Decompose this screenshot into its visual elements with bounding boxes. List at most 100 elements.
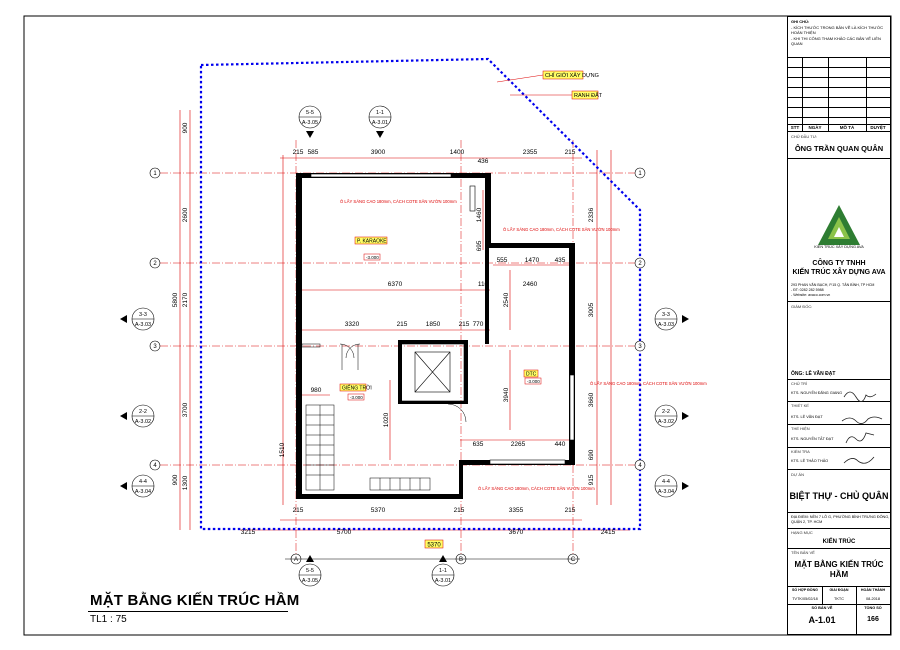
director-name: ÔNG: LÊ VĂN ĐẠT: [791, 371, 836, 377]
dim-left-5: 3700: [182, 402, 189, 417]
section-55-bottom: 5-5: [306, 568, 314, 574]
rev-header-stt: STT: [790, 125, 800, 130]
section-labels: 5-5 A-3.05 1-1 A-3.01 3-3 A-3.03 2-2 A-3…: [135, 110, 674, 584]
logo-triangle-icon: [818, 205, 860, 245]
dim-top-1: 585: [308, 149, 319, 156]
dim-right-4: 915: [588, 474, 595, 485]
section-44-left: 4-4: [139, 479, 147, 485]
phase: TKTC: [834, 597, 844, 601]
category-name: KIẾN TRÚC: [822, 539, 856, 545]
section-44-right: 4-4: [662, 479, 670, 485]
dim-left-1: 2600: [182, 207, 189, 222]
dim-6370: 6370: [388, 281, 403, 288]
category-label: HẠNG MỤC: [791, 530, 813, 535]
dim-left-6: 1300: [182, 475, 189, 490]
section-33-left: 3-3: [139, 312, 147, 318]
tag-gio-thong: GIẾNG TRỜI: [342, 385, 372, 392]
thiet-ke-label: THIẾT KẾ: [791, 403, 809, 408]
room-tags: CHỈ GIỚI XÂY DỰNG RANH ĐẤT P. KARAOKE -3…: [339, 70, 603, 401]
section-22-right: 2-2: [662, 409, 670, 415]
sheet-name-label: TÊN BẢN VẼ: [791, 550, 815, 555]
walls: [296, 173, 575, 499]
dim-top-0: 215: [293, 149, 304, 156]
dim-right-0: 2336: [588, 207, 595, 222]
site-boundary: [199, 57, 642, 531]
dim-left-4: 900: [172, 474, 179, 485]
dim-top-3: 1400: [450, 149, 465, 156]
dim-bot1-0: 215: [293, 507, 304, 514]
total-sheets: 166: [867, 616, 879, 623]
dim-mid2-3: 215: [459, 321, 470, 328]
grid-labels-bottom: A B C: [294, 557, 576, 563]
dim-top-2: 3900: [371, 149, 386, 156]
grid-col-c: C: [571, 557, 576, 563]
dim-440: 440: [555, 441, 566, 448]
stairs-doors: [301, 343, 467, 491]
dim-110: 110: [478, 281, 489, 288]
dim-mid2-4: 770: [473, 321, 484, 328]
grid-bubbles-left: [149, 167, 161, 471]
phase-label: GIAI ĐOẠN: [829, 588, 849, 592]
grid-labels-right: 1 2 3 4: [638, 171, 642, 469]
dim-right-2: 3660: [588, 392, 595, 407]
dim-mid2-1: 215: [397, 321, 408, 328]
dim-left-2: 5800: [172, 292, 179, 307]
company-line-2: KIẾN TRÚC XÂY DỰNG AVA: [792, 269, 886, 276]
section-11-bottom: 1-1: [439, 568, 447, 574]
section-22-left-ref: A-3.02: [135, 419, 151, 425]
dim-bot3: 5370: [427, 543, 441, 549]
total-label: TỔNG SỐ: [864, 606, 882, 610]
sheet-name-line-1: MẶT BẰNG KIẾN TRÚC: [794, 560, 884, 569]
drawing-scale: TL1 : 75: [90, 614, 127, 625]
tag-ranh-dat: RANH ĐẤT: [574, 92, 603, 99]
note-light-1: Ô LẤY SÁNG CAO 180mm, CÁCH COTE SÂN VƯỜN…: [340, 199, 457, 204]
dim-inner-1: 695: [476, 240, 483, 251]
dim-inner-4: 3940: [503, 387, 510, 402]
kiem-tra-name: KTS. LÊ THẢO THẢO: [791, 459, 829, 463]
grid-row-2-right: 2: [638, 261, 642, 267]
grid-row-3: 3: [153, 344, 157, 350]
dim-mid1-1: 1470: [525, 257, 540, 264]
contract-no: TVTK/05/02/18: [792, 597, 818, 601]
level-gio-thong: -3.000: [350, 395, 363, 400]
dim-inner-3: 1020: [383, 412, 390, 427]
section-44-left-ref: A-3.04: [135, 489, 151, 495]
section-44-right-ref: A-3.04: [658, 489, 674, 495]
dim-inner-0: 1460: [476, 207, 483, 222]
dim-5370-tag: [424, 539, 444, 549]
sheet-no-label: SỐ BẢN VẼ: [811, 606, 833, 610]
dim-top-5: 2355: [523, 149, 538, 156]
thiet-ke-name: KTS. LÊ VĂN ĐẠT: [791, 415, 823, 419]
sheet-border: [23, 15, 892, 636]
section-33-right: 3-3: [662, 312, 670, 318]
section-55-top-ref: A-3.05: [302, 120, 318, 126]
section-33-right-ref: A-3.03: [658, 322, 674, 328]
dim-bot2-2: 3670: [509, 529, 524, 536]
dim-mid2-2: 1850: [426, 321, 441, 328]
dim-top-4: 436: [478, 158, 489, 165]
sheet-no-labels: SỐ BẢN VẼ TỔNG SỐ: [788, 606, 890, 610]
section-arrows: [120, 131, 689, 562]
grid-col-a: A: [294, 557, 298, 563]
chu-tri-label: CHỦ TRÌ: [791, 381, 808, 386]
notes-line-1: - KÍCH THƯỚC TRONG BẢN VẼ LÀ KÍCH THƯỚC …: [791, 25, 884, 35]
dim-bot1-1: 5370: [371, 507, 386, 514]
grid-row-4-right: 4: [638, 463, 642, 469]
meta-labels: SỐ HỢP ĐỒNG GIAI ĐOẠN HOÀN THÀNH: [788, 588, 890, 592]
grid-row-2: 2: [153, 261, 157, 267]
section-11-bottom-ref: A-3.01: [435, 578, 451, 584]
section-22-right-ref: A-3.02: [658, 419, 674, 425]
dim-mid2-0: 3320: [345, 321, 360, 328]
company-website: - Website: avaco.com.vn: [791, 293, 831, 297]
meta-values: TVTK/05/02/18 TKTC 08-2018: [788, 597, 890, 601]
note-light-2: Ô LẤY SÁNG CAO 180mm, CÁCH COTE SÂN VƯỜN…: [503, 227, 620, 232]
grid-labels-left: 1 2 3 4: [153, 171, 157, 469]
title-block: GHI CHÚ: - KÍCH THƯỚC TRONG BẢN VẼ LÀ KÍ…: [787, 16, 891, 635]
dim-right-1: 3005: [588, 302, 595, 317]
dim-top-6: 215: [565, 149, 576, 156]
sheet-no-values: A-1.01 166: [788, 615, 890, 625]
dimension-texts-vertical: 900 2600 5800 2170 900 3700 1300 2336 30…: [172, 122, 595, 490]
dim-inner-5: 1510: [279, 442, 286, 457]
